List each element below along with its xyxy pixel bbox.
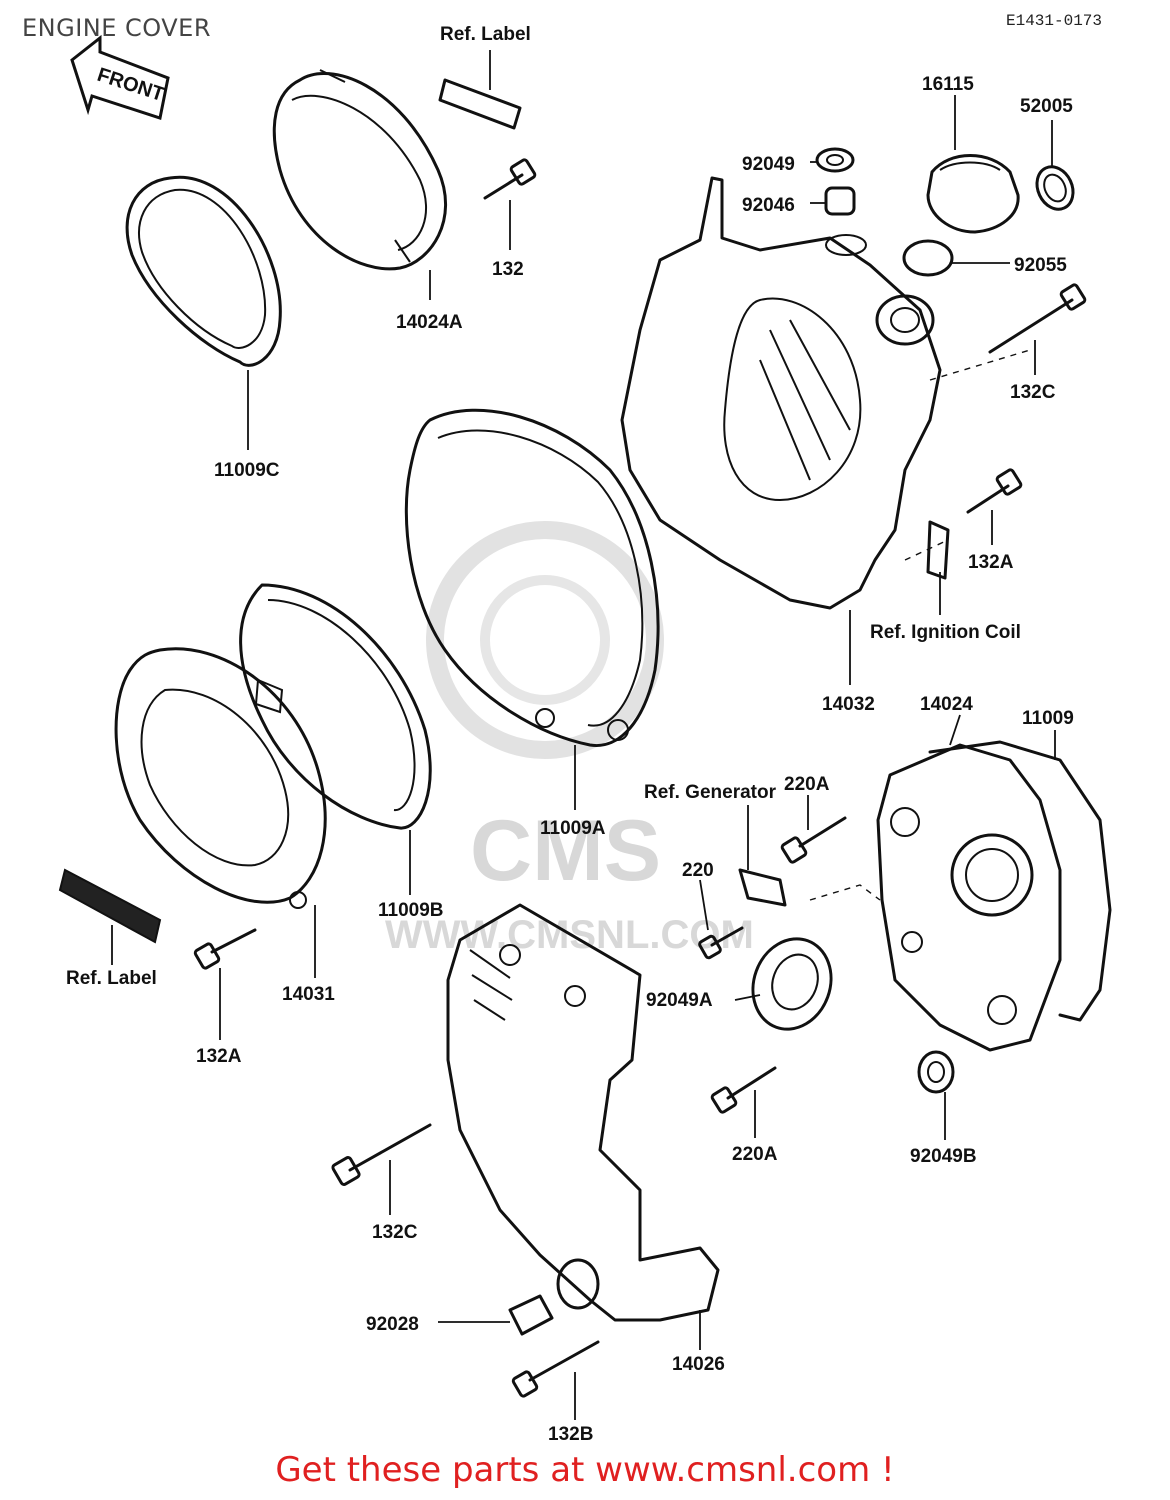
- label-132B: 132B: [548, 1424, 593, 1445]
- bolt-132C-right: [988, 283, 1087, 354]
- gasket-11009: [928, 740, 1112, 1022]
- label-92046: 92046: [742, 195, 795, 216]
- label-220A-top: 220A: [784, 774, 830, 795]
- label-220: 220: [682, 860, 714, 881]
- ring-52005: [1035, 165, 1075, 211]
- label-132C-right: 132C: [1010, 382, 1056, 403]
- clip-ignition-coil: [926, 520, 950, 580]
- bolt-132A-right: [966, 468, 1023, 514]
- footer-cta-link[interactable]: Get these parts at www.cmsnl.com !: [275, 1450, 895, 1490]
- bolt-220A-bottom: [710, 1066, 777, 1114]
- cms-watermark: CMS WWW.CMSNL.COM: [385, 521, 754, 957]
- label-ref-ignition-coil: Ref. Ignition Coil: [870, 622, 1021, 643]
- seal-92049B: [917, 1050, 955, 1094]
- cap-16115: [926, 154, 1020, 234]
- cover-14032: [620, 176, 942, 610]
- seal-92049A: [751, 937, 833, 1031]
- ref-label-strip-top: [438, 78, 522, 130]
- label-11009C: 11009C: [214, 460, 280, 481]
- label-92028: 92028: [366, 1314, 419, 1335]
- label-132A-left: 132A: [196, 1046, 242, 1067]
- bolt-132C-bottom: [331, 1123, 432, 1186]
- label-14024: 14024: [920, 694, 973, 715]
- label-220A-bottom: 220A: [732, 1144, 778, 1165]
- cover-14031: [114, 647, 327, 909]
- label-16115: 16115: [922, 74, 974, 95]
- label-14031: 14031: [282, 984, 335, 1005]
- label-92049B: 92049B: [910, 1146, 977, 1167]
- label-92049A: 92049A: [646, 990, 713, 1011]
- bushing-92046: [824, 186, 856, 216]
- label-ref-generator: Ref. Generator: [644, 782, 777, 803]
- label-52005: 52005: [1020, 96, 1073, 117]
- label-92055: 92055: [1014, 255, 1067, 276]
- part-labels: Ref. Label 132 14024A 11009C 16115 52005…: [66, 24, 1074, 1445]
- label-ref-label-top: Ref. Label: [440, 24, 531, 45]
- bolt-220: [698, 926, 744, 960]
- label-ref-label-left: Ref. Label: [66, 968, 157, 989]
- bolt-132-top: [483, 158, 537, 200]
- label-92049: 92049: [742, 154, 795, 175]
- ref-label-strip-left: [58, 868, 162, 944]
- bolt-132A-left: [193, 928, 257, 970]
- gasket-11009C: [125, 175, 282, 367]
- watermark-brand: CMS: [470, 803, 661, 899]
- label-11009B: 11009B: [378, 900, 444, 921]
- label-132-top: 132: [492, 259, 524, 280]
- leader-lines: [111, 50, 1056, 1420]
- cover-14024: [876, 743, 1062, 1052]
- front-arrow-icon: FRONT: [70, 34, 170, 120]
- label-14026: 14026: [672, 1354, 725, 1375]
- bush-92028: [508, 1294, 554, 1336]
- gasket-11009B: [239, 583, 432, 830]
- oring-92055: [902, 239, 954, 277]
- label-14032: 14032: [822, 694, 875, 715]
- page-title: ENGINE COVER: [22, 14, 212, 42]
- label-132C-bottom: 132C: [372, 1222, 418, 1243]
- label-132A-right: 132A: [968, 552, 1014, 573]
- clamp-generator: [738, 868, 787, 907]
- cover-14024A: [272, 69, 448, 271]
- cover-14026: [446, 903, 720, 1322]
- gasket-11009A: [404, 408, 660, 748]
- label-11009A: 11009A: [540, 818, 606, 839]
- seal-92049: [815, 147, 855, 173]
- label-14024A: 14024A: [396, 312, 463, 333]
- diagram-code: E1431-0173: [1005, 12, 1102, 30]
- label-11009: 11009: [1022, 708, 1074, 729]
- bolt-132B: [511, 1340, 600, 1398]
- bolt-220A-top: [780, 816, 847, 864]
